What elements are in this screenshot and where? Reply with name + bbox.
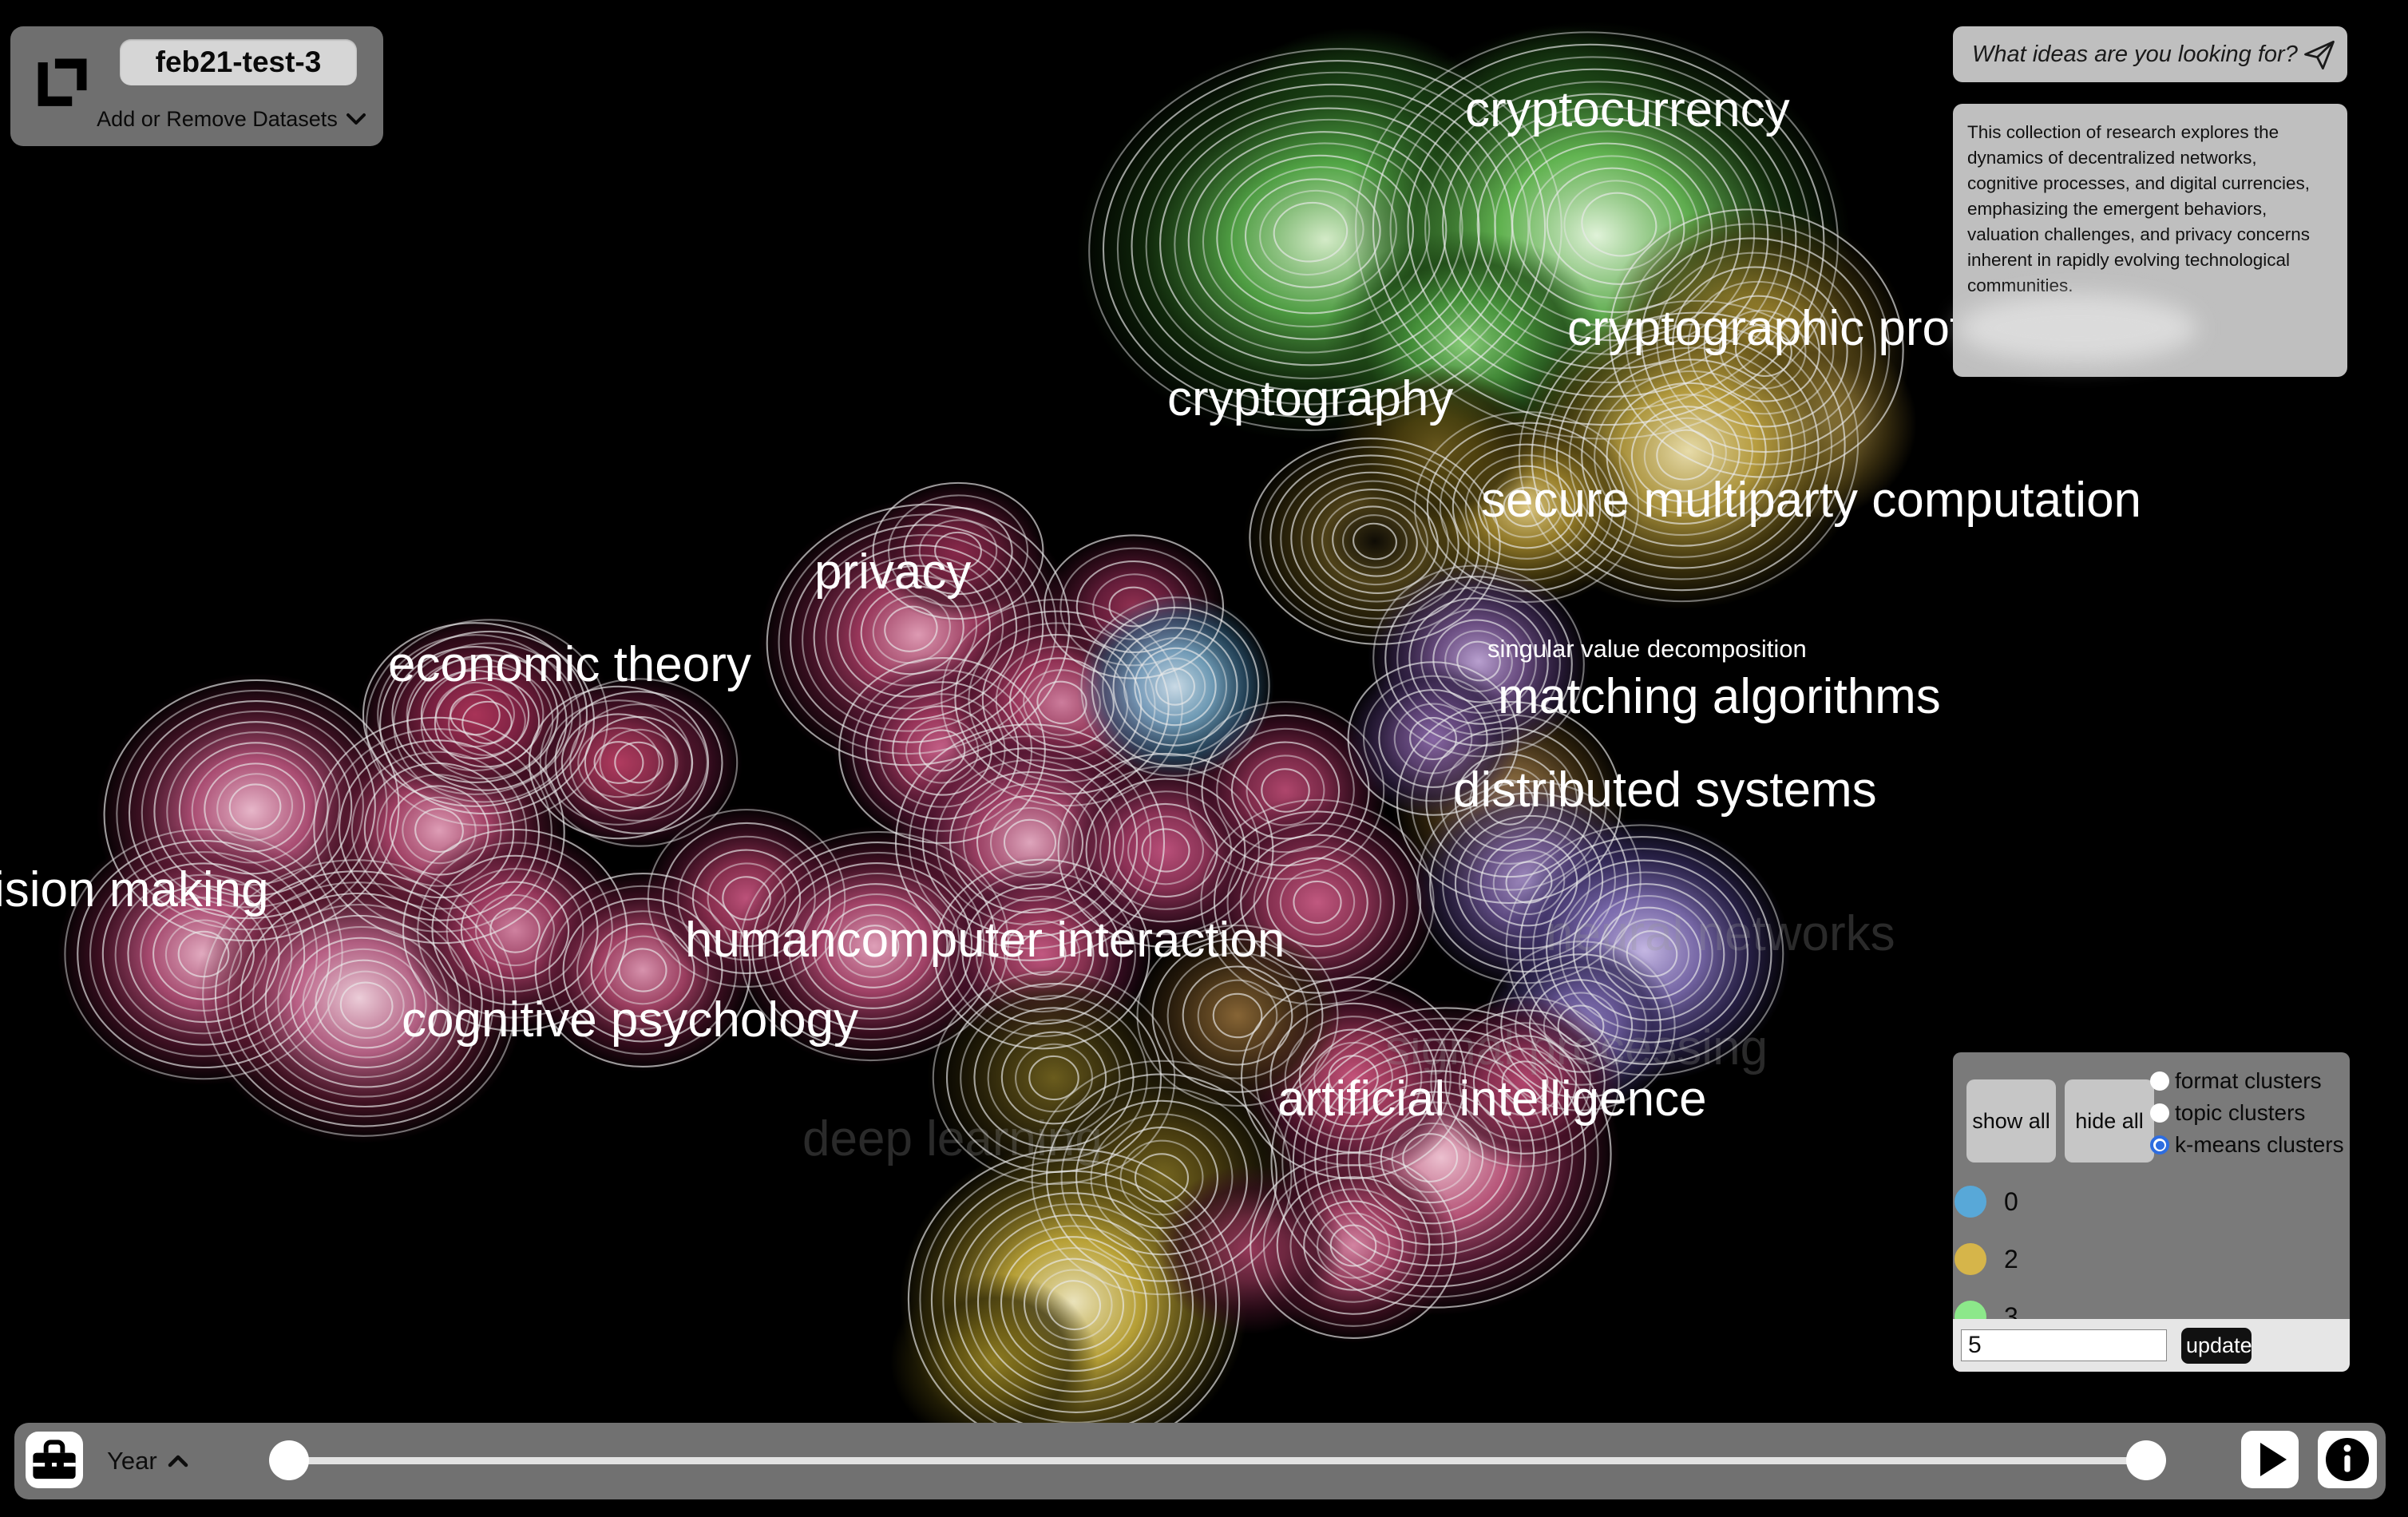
radio-option-label: topic clusters — [2175, 1100, 2306, 1125]
chevron-down-icon — [346, 113, 366, 125]
topic-label[interactable]: distributed systems — [1453, 762, 1877, 818]
topic-label[interactable]: cryptography — [1167, 371, 1453, 426]
chevron-up-icon — [168, 1455, 188, 1467]
bracket-logo-icon — [38, 58, 87, 106]
contour-rings — [64, 31, 1904, 1455]
radio-option-label: k-means clusters — [2175, 1132, 2344, 1157]
add-remove-datasets-button[interactable]: Add or Remove Datasets — [88, 103, 375, 135]
timeline-dimension-label: Year — [107, 1447, 157, 1475]
legend-color-dot[interactable] — [1955, 1243, 1986, 1275]
paper-plane-icon — [2304, 40, 2335, 70]
radio-selected-icon[interactable] — [2150, 1135, 2169, 1155]
timeline-slider-track[interactable] — [289, 1457, 2146, 1464]
topic-label[interactable]: economic theory — [388, 637, 751, 692]
radio-option-topic-clusters[interactable]: topic clusters — [2150, 1097, 2344, 1129]
legend-item-label: 0 — [2004, 1186, 2018, 1216]
legend-item-label: 2 — [2004, 1244, 2018, 1273]
play-icon — [2260, 1443, 2287, 1476]
topic-label[interactable]: singular value decomposition — [1487, 635, 1807, 663]
topic-label[interactable]: decision making — [0, 862, 269, 917]
topic-label: deep learning — [802, 1111, 1103, 1166]
topic-label[interactable]: cryptocurrency — [1465, 82, 1790, 137]
dataset-panel: feb21-test-3 Add or Remove Datasets — [10, 26, 383, 146]
topic-label[interactable]: secure multiparty computation — [1481, 473, 2141, 528]
hide-all-button[interactable]: hide all — [2065, 1079, 2154, 1163]
info-button[interactable] — [2318, 1431, 2377, 1488]
cluster-control-panel: show all hide all format clusters topic c… — [1953, 1052, 2350, 1372]
legend-item-2[interactable]: 2 — [1953, 1230, 2350, 1288]
toolbox-button[interactable] — [26, 1432, 83, 1488]
timeline-slider-handle-start[interactable] — [269, 1440, 309, 1480]
legend-color-dot[interactable] — [1955, 1186, 1986, 1218]
cluster-fills — [57, 21, 1917, 1462]
topic-label[interactable]: matching algorithms — [1498, 669, 1941, 724]
toolbox-icon — [33, 1440, 76, 1479]
play-button[interactable] — [2241, 1431, 2299, 1488]
info-icon — [2326, 1438, 2369, 1481]
topic-label[interactable]: humancomputer interaction — [685, 913, 1285, 968]
radio-option-format-clusters[interactable]: format clusters — [2150, 1065, 2344, 1097]
timeline-dimension-toggle[interactable]: Year — [107, 1423, 189, 1499]
send-query-button[interactable] — [2303, 38, 2336, 72]
timeline-slider-handle-end[interactable] — [2126, 1440, 2166, 1480]
topic-label[interactable]: privacy — [814, 545, 971, 600]
radio-option-k-means-clusters[interactable]: k-means clusters — [2150, 1129, 2344, 1161]
cluster-type-radio-group: format clusters topic clusters k-means clu… — [2150, 1065, 2344, 1161]
datasets-toggle-label: Add or Remove Datasets — [97, 106, 338, 131]
radio-option-label: format clusters — [2175, 1068, 2322, 1093]
radio-unselected-icon[interactable] — [2150, 1103, 2169, 1123]
topic-label[interactable]: cognitive psychology — [402, 992, 858, 1048]
update-button[interactable]: update — [2181, 1328, 2252, 1364]
cluster-count-input[interactable] — [1961, 1329, 2167, 1361]
topic-label[interactable]: artificial intelligence — [1277, 1071, 1707, 1127]
redaction-blur — [1958, 294, 2197, 362]
cluster-count-strip: update — [1953, 1319, 2350, 1372]
search-input[interactable] — [1953, 26, 2307, 82]
radio-unselected-icon[interactable] — [2150, 1071, 2169, 1091]
legend-item-0[interactable]: 0 — [1953, 1173, 2350, 1230]
search-panel — [1953, 26, 2347, 82]
dataset-name-input[interactable]: feb21-test-3 — [120, 39, 357, 85]
timeline-toolbar: Year — [14, 1423, 2386, 1499]
show-all-button[interactable]: show all — [1966, 1079, 2056, 1163]
